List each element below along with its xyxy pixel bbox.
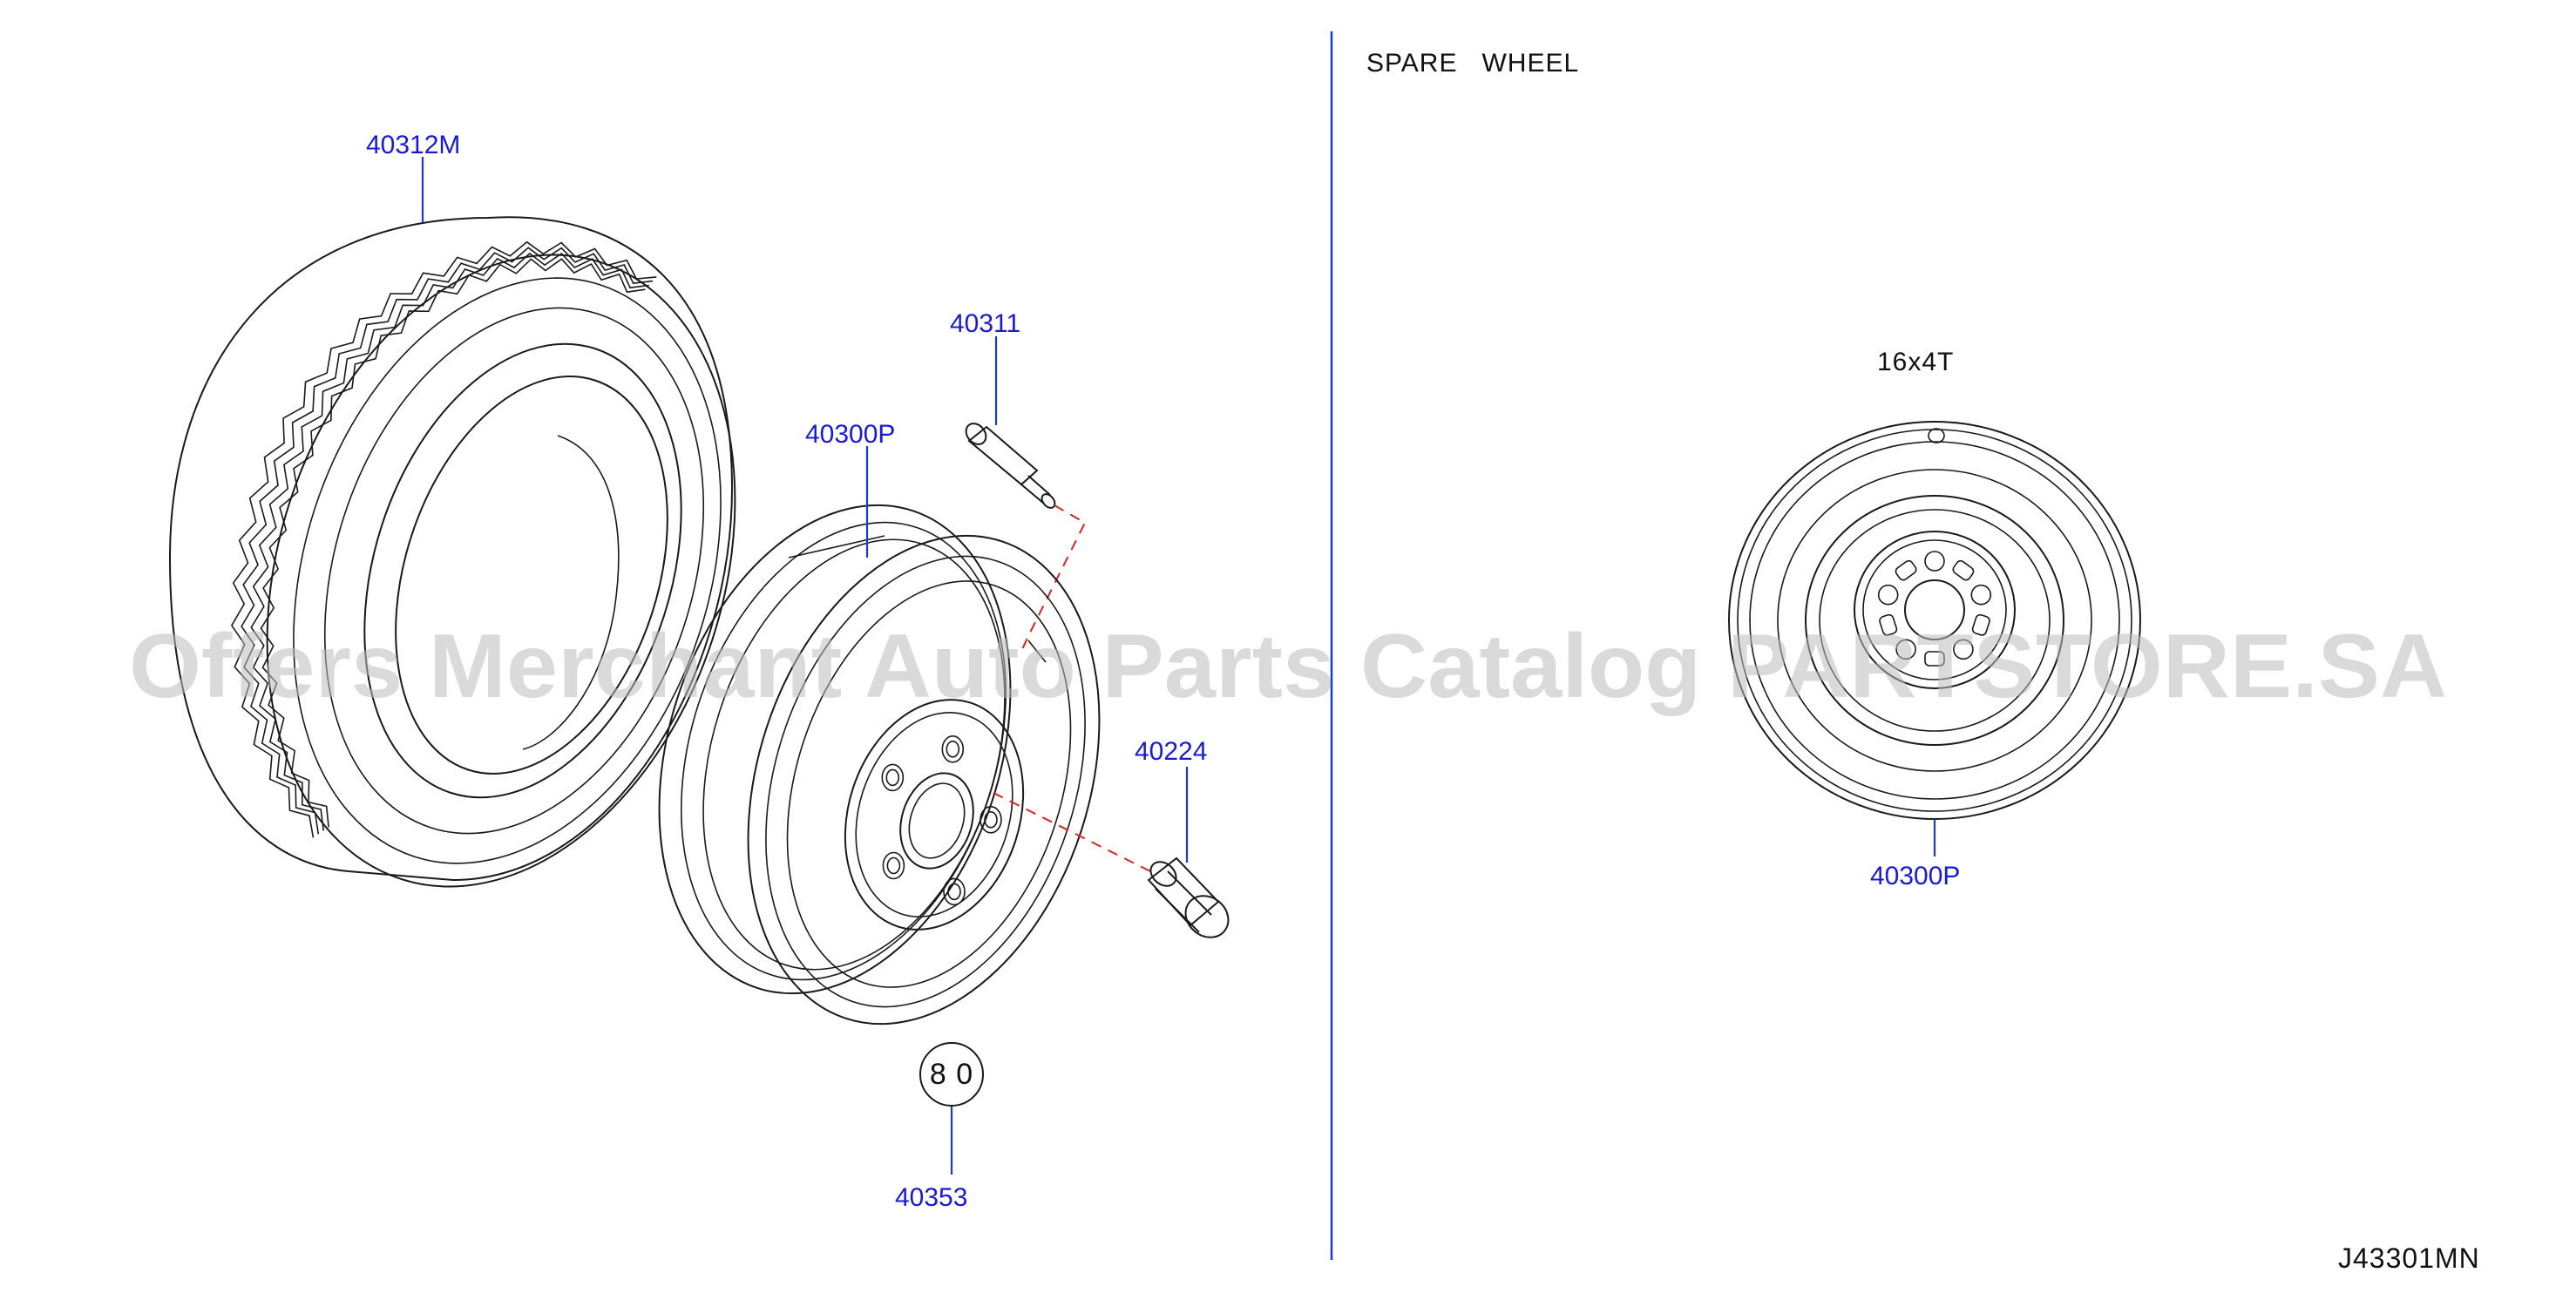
spare-lug-hole: [1877, 584, 1899, 606]
spare-vent: [1952, 559, 1975, 581]
watermark: Offers Merchant Auto Parts Catalog PARTS…: [129, 616, 2447, 717]
tread-zigzag: [250, 252, 649, 831]
lug-hole-inner: [885, 768, 900, 787]
lug-hole: [881, 763, 905, 792]
tire-drawing[interactable]: [168, 193, 812, 947]
spare-lug-hole: [1953, 639, 1974, 660]
spare-vent: [1924, 651, 1945, 667]
spare-size-label: 16x4T: [1877, 348, 1954, 376]
lug-hole: [980, 805, 1002, 834]
spare-vent: [1895, 559, 1917, 581]
lug-hole-inner: [946, 740, 960, 758]
label-tire[interactable]: 40312M: [366, 131, 460, 159]
label-nut[interactable]: 40224: [1135, 737, 1207, 766]
ornament-badge[interactable]: [919, 1042, 984, 1107]
nut-dashed-guide: [993, 792, 1151, 872]
tread-zigzag: [230, 240, 657, 838]
lug-hole-inner: [886, 856, 901, 875]
diagram-code: J43301MN: [2338, 1242, 2480, 1274]
label-ornament[interactable]: 40353: [895, 1183, 967, 1212]
ornament-badge-text: 8 0: [930, 1058, 973, 1091]
spare-vent: [1971, 613, 1990, 636]
spare-lug-hole: [1924, 551, 1945, 572]
label-spare-wheel[interactable]: 40300P: [1870, 862, 1960, 890]
spare-wheel-drawing[interactable]: [1728, 421, 2141, 820]
lug-hole: [943, 877, 966, 906]
lug-hole: [941, 735, 965, 763]
spare-lug-holes: [1877, 551, 1992, 667]
valve-drawing[interactable]: [962, 420, 1057, 511]
lug-holes: [881, 735, 1002, 906]
spare-lug-hole: [1895, 639, 1916, 660]
lug-hole-inner: [984, 810, 998, 829]
label-valve[interactable]: 40311: [950, 309, 1020, 338]
tread-pattern: [230, 240, 657, 838]
spare-vent: [1879, 613, 1898, 636]
tread-zigzag: [241, 247, 654, 835]
lug-nut-drawing[interactable]: [1146, 856, 1237, 946]
wheel-drawing[interactable]: [600, 459, 1158, 1069]
section-title: SPARE WHEEL: [1366, 49, 1579, 78]
spare-lug-hole: [1970, 584, 1992, 606]
tread-zigzag: [260, 258, 646, 828]
label-wheel[interactable]: 40300P: [805, 420, 895, 449]
lug-hole-inner: [947, 883, 961, 901]
lug-hole: [882, 851, 905, 880]
